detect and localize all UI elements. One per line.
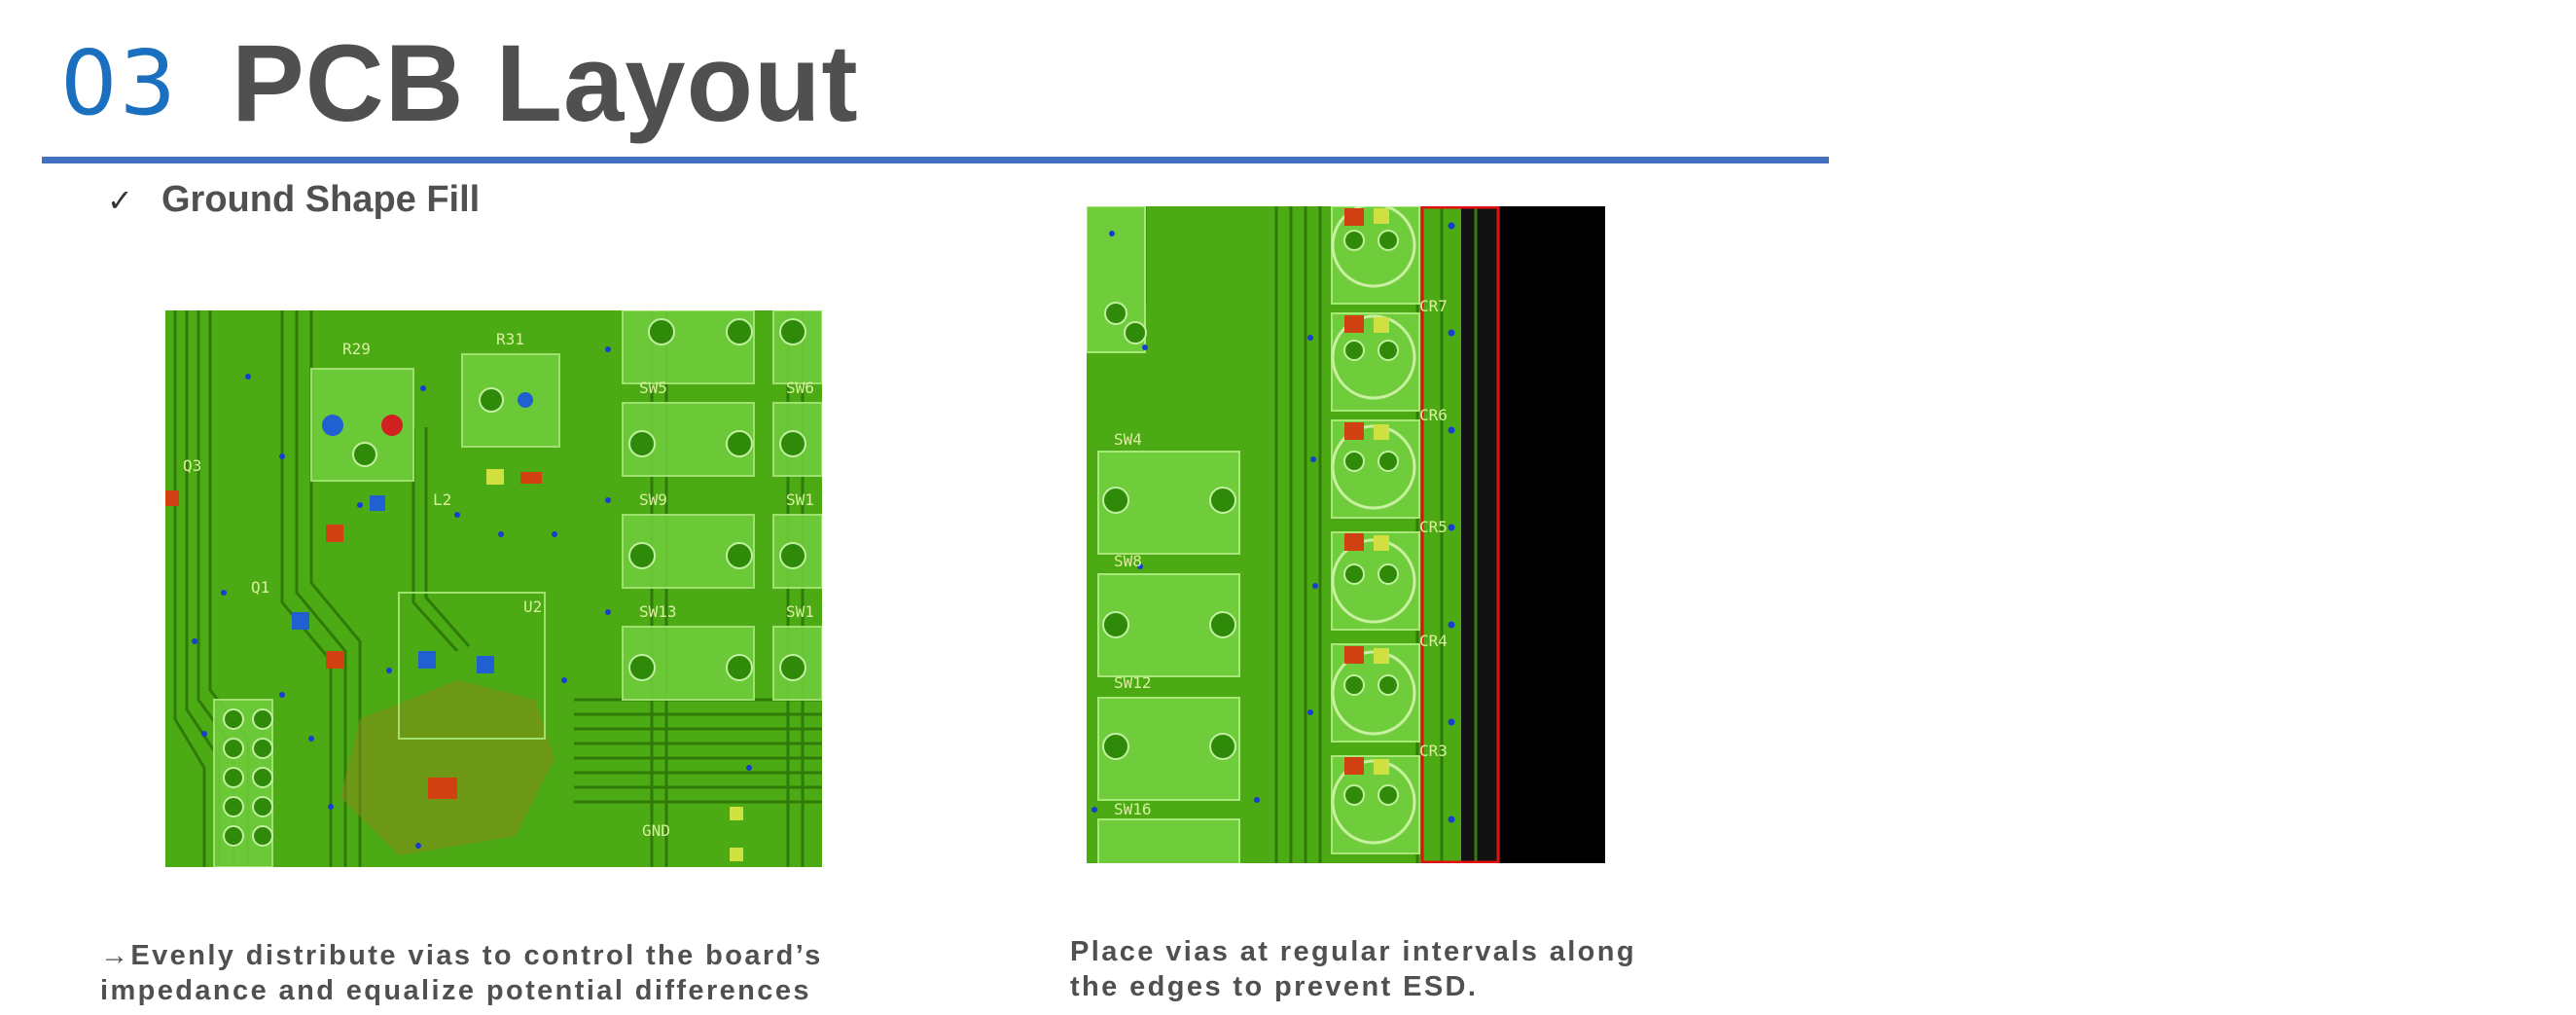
pcb-label-l2: L2 xyxy=(433,490,451,509)
caption-right: Place vias at regular intervals along th… xyxy=(1070,934,1946,1004)
bullet-item: ✓ Ground Shape Fill xyxy=(107,179,480,221)
pcb-label-cr7: CR7 xyxy=(1419,297,1448,315)
highlight-box xyxy=(1420,206,1500,863)
pcb-label-cr6: CR6 xyxy=(1419,406,1448,424)
pcb-label-sw1-a: SW1 xyxy=(786,490,814,509)
pcb-label-r29: R29 xyxy=(342,340,371,358)
pcb-label-sw16: SW16 xyxy=(1114,800,1152,818)
caption-left-line2: impedance and equalize potential differe… xyxy=(100,975,811,1006)
pcb-label-u2: U2 xyxy=(523,598,542,616)
pcb-label-sw4: SW4 xyxy=(1114,430,1142,449)
bullet-label: Ground Shape Fill xyxy=(161,179,481,220)
pcb-left-drawing: R29 R31 SW5 SW6 SW9 SW1 SW13 SW1 Q3 Q1 L… xyxy=(165,310,822,867)
pcb-label-r31: R31 xyxy=(496,330,524,348)
pcb-label-sw13: SW13 xyxy=(639,602,677,621)
caption-left-line1: →Evenly distribute vias to control the b… xyxy=(100,940,823,971)
title-divider xyxy=(42,157,1829,163)
pcb-label-sw8: SW8 xyxy=(1114,552,1142,570)
caption-right-line1: Place vias at regular intervals along xyxy=(1070,936,1637,967)
caption-left: →Evenly distribute vias to control the b… xyxy=(100,938,976,1008)
pcb-label-sw9: SW9 xyxy=(639,490,667,509)
caption-right-line2: the edges to prevent ESD. xyxy=(1070,971,1479,1002)
pcb-label-cr3: CR3 xyxy=(1419,742,1448,760)
pcb-label-q1: Q1 xyxy=(251,578,269,597)
check-icon: ✓ xyxy=(107,181,133,219)
pcb-label-q3: Q3 xyxy=(183,456,201,475)
pcb-label-sw6: SW6 xyxy=(786,379,814,397)
pcb-label-cr4: CR4 xyxy=(1419,632,1448,650)
slide-title: PCB Layout xyxy=(232,22,859,144)
pcb-image-ground-fill: R29 R31 SW5 SW6 SW9 SW1 SW13 SW1 Q3 Q1 L… xyxy=(165,310,822,867)
pcb-label-sw12: SW12 xyxy=(1114,673,1152,692)
pcb-label-gnd: GND xyxy=(642,821,670,840)
pcb-label-sw1-b: SW1 xyxy=(786,602,814,621)
pcb-label-cr5: CR5 xyxy=(1419,518,1448,536)
slide-number: 03 xyxy=(60,31,179,135)
pcb-image-edge-vias: CR7 CR6 CR5 CR4 CR3 SW4 SW8 SW12 SW16 xyxy=(1087,206,1605,863)
pcb-label-sw5: SW5 xyxy=(639,379,667,397)
pcb-right-drawing: CR7 CR6 CR5 CR4 CR3 SW4 SW8 SW12 SW16 xyxy=(1087,206,1605,863)
